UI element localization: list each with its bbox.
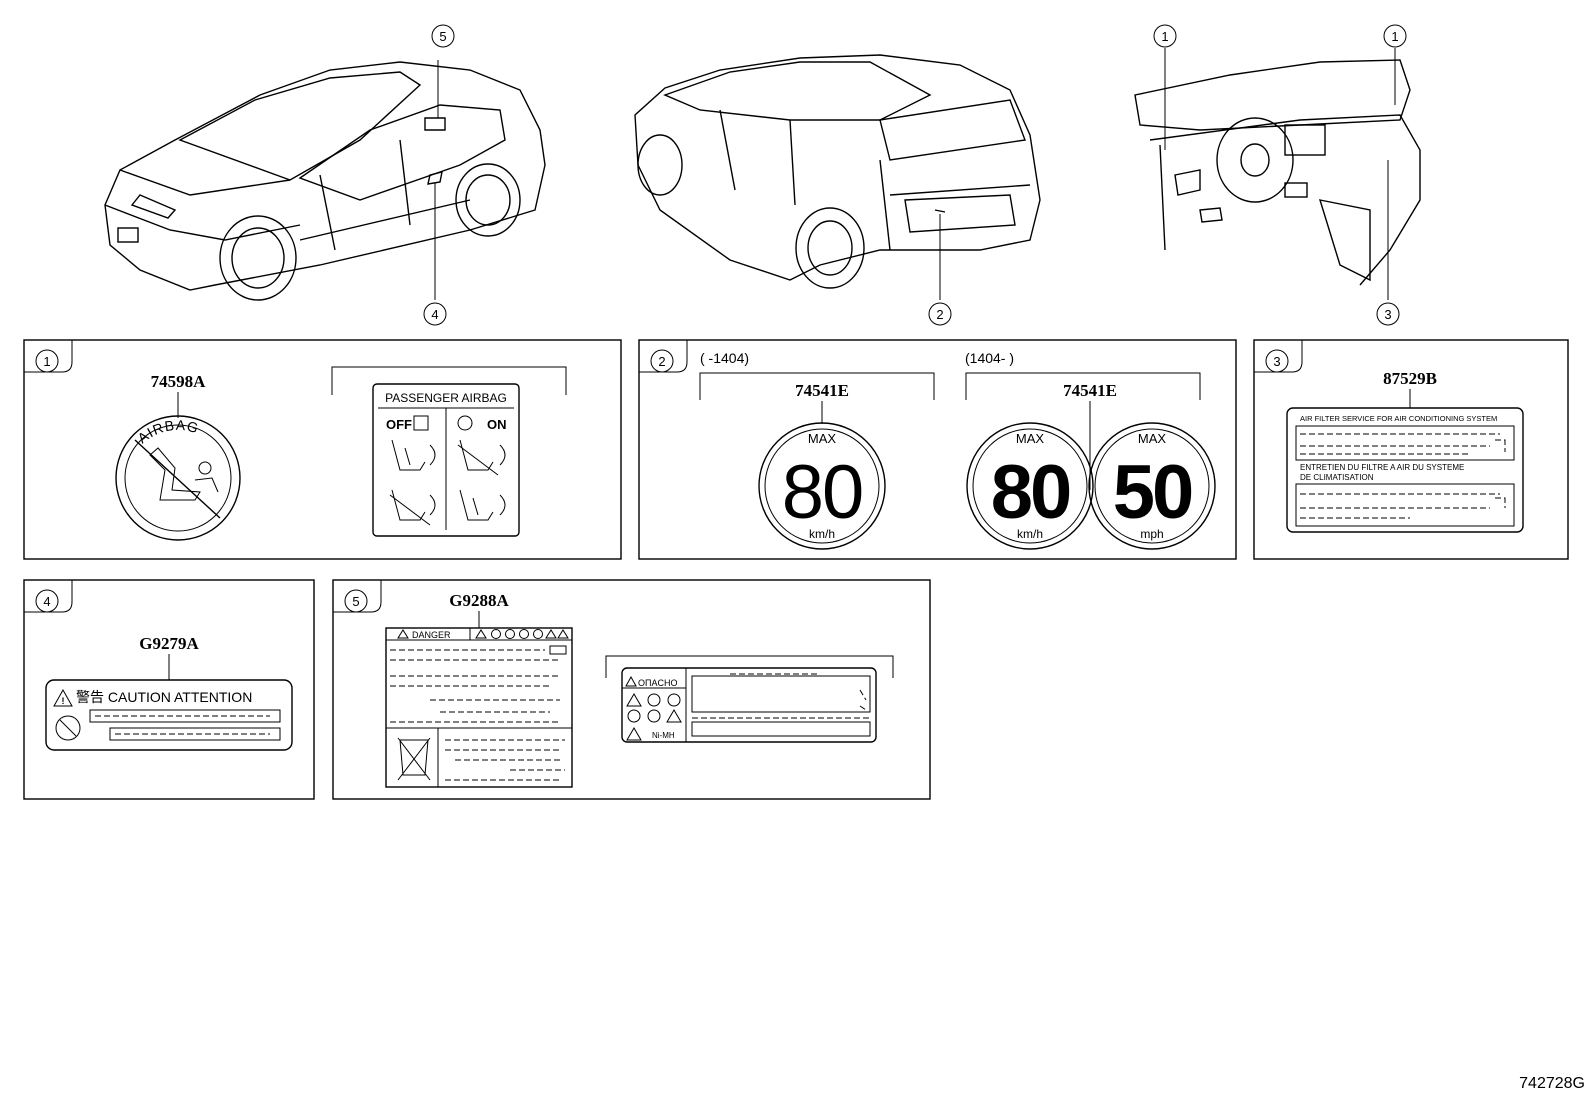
svg-text:km/h: km/h: [1017, 527, 1043, 541]
callout-4-top: 4: [423, 302, 447, 326]
part-number-G9288A: G9288A: [449, 591, 509, 610]
svg-text:km/h: km/h: [809, 527, 835, 541]
panel-5: 5 G9288A DANGER OПACHO: [332, 579, 931, 800]
callout-3-top: 3: [1376, 302, 1400, 326]
callout-1b-top: 1: [1383, 24, 1407, 48]
svg-text:ON: ON: [487, 417, 507, 432]
part-number-G9279A: G9279A: [139, 634, 199, 653]
callout-1a-top: 1: [1153, 24, 1177, 48]
svg-text:5: 5: [439, 29, 446, 44]
svg-text:2: 2: [936, 307, 943, 322]
svg-text:AIR FILTER SERVICE FOR AIR CON: AIR FILTER SERVICE FOR AIR CONDITIONING …: [1300, 414, 1497, 423]
car-front-view-illustration: [104, 61, 546, 301]
callout-5-top: 5: [431, 24, 455, 48]
speed-limit-sticker-80-kmh: MAX 80 km/h: [758, 422, 886, 550]
car-rear-view-illustration: [634, 54, 1041, 289]
battery-warning-label-ru: OПACHO Ni-MH: [621, 667, 877, 743]
svg-text:DANGER: DANGER: [412, 630, 451, 640]
svg-text:2: 2: [658, 354, 665, 369]
svg-text:MAX: MAX: [1138, 431, 1167, 446]
battery-danger-label: DANGER: [385, 627, 573, 788]
airbag-seal-sticker: AIRBAG: [115, 415, 241, 541]
svg-text:!: !: [62, 696, 65, 706]
panel-1: 1 74598A AIRBAG PASSENGER AIRBAG OFF ON: [23, 339, 622, 560]
svg-text:50: 50: [1113, 450, 1192, 535]
range-before: ( -1404): [700, 350, 749, 366]
svg-text:1: 1: [1161, 29, 1168, 44]
svg-text:DE CLIMATISATION: DE CLIMATISATION: [1300, 473, 1374, 482]
range-after: (1404- ): [965, 350, 1014, 366]
panel-3: 3 87529B AIR FILTER SERVICE FOR AIR COND…: [1253, 339, 1569, 560]
seal-text: AIRBAG: [134, 417, 201, 446]
svg-text:1: 1: [43, 354, 50, 369]
speed-limit-sticker-50-mph: MAX 50 mph: [1088, 422, 1216, 550]
part-number-74598A: 74598A: [151, 372, 207, 391]
svg-text:Ni-MH: Ni-MH: [652, 731, 675, 740]
svg-text:4: 4: [43, 594, 50, 609]
svg-text:mph: mph: [1140, 527, 1163, 541]
svg-text:1: 1: [1391, 29, 1398, 44]
part-number-87529B: 87529B: [1383, 369, 1437, 388]
svg-text:5: 5: [352, 594, 359, 609]
svg-text:3: 3: [1384, 307, 1391, 322]
speed-limit-sticker-80-kmh-b: MAX 80 km/h: [966, 422, 1094, 550]
svg-text:3: 3: [1273, 354, 1280, 369]
svg-text:OFF: OFF: [386, 417, 412, 432]
svg-text:OПACHO: OПACHO: [638, 678, 677, 688]
part-number-74541E-b: 74541E: [1063, 381, 1117, 400]
svg-text:PASSENGER AIRBAG: PASSENGER AIRBAG: [385, 391, 507, 405]
figure-id: 742728G: [1519, 1075, 1585, 1092]
part-number-74541E-a: 74541E: [795, 381, 849, 400]
air-filter-service-label: AIR FILTER SERVICE FOR AIR CONDITIONING …: [1286, 407, 1524, 533]
svg-text:ENTRETIEN DU FILTRE A AIR DU S: ENTRETIEN DU FILTRE A AIR DU SYSTEME: [1300, 463, 1464, 472]
svg-text:警告 CAUTION ATTENTION: 警告 CAUTION ATTENTION: [76, 689, 252, 705]
callout-2-top: 2: [928, 302, 952, 326]
passenger-airbag-label: PASSENGER AIRBAG OFF ON: [372, 383, 520, 537]
svg-text:MAX: MAX: [808, 431, 837, 446]
svg-text:MAX: MAX: [1016, 431, 1045, 446]
panel-2: 2 ( -1404) (1404- ) 74541E 74541E MAX 80…: [638, 339, 1237, 560]
panel-4: 4 G9279A ! 警告 CAUTION ATTENTION: [23, 579, 315, 800]
svg-text:4: 4: [431, 307, 438, 322]
svg-text:80: 80: [991, 450, 1070, 535]
dashboard-interior-illustration: [1134, 59, 1421, 286]
svg-text:80: 80: [782, 450, 863, 535]
caution-label: ! 警告 CAUTION ATTENTION: [45, 679, 293, 751]
